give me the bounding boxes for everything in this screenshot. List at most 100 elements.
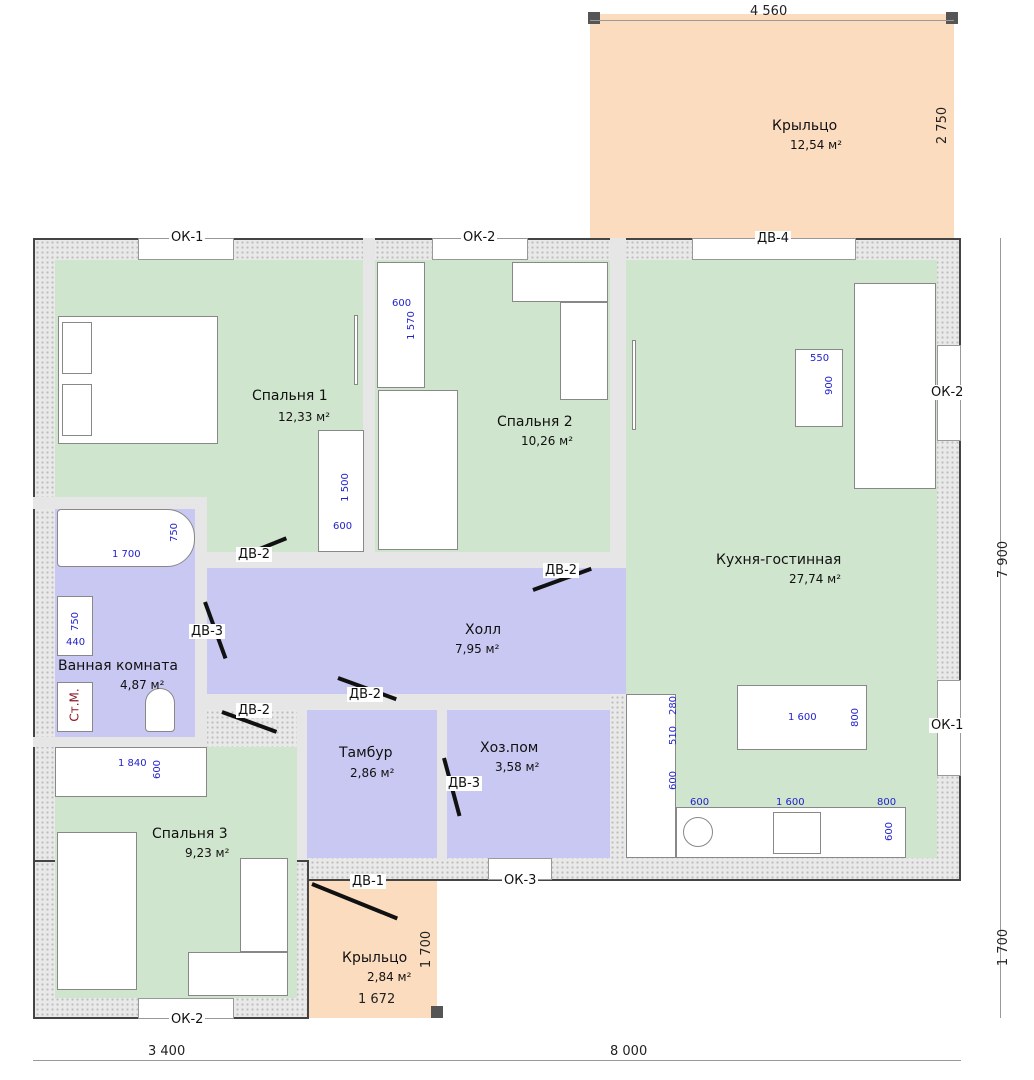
interior-wall xyxy=(207,552,626,568)
furniture-dim: 600 xyxy=(668,770,680,791)
washer-label: Ст.М. xyxy=(67,688,82,722)
room-name: Спальня 3 xyxy=(152,826,228,842)
dining-table xyxy=(737,685,867,750)
room-area: 10,26 м² xyxy=(521,434,574,448)
room-area: 7,95 м² xyxy=(455,642,500,656)
cooktop xyxy=(773,812,821,854)
furniture-dim: 750 xyxy=(70,611,82,632)
window-tag: ОК-2 xyxy=(929,385,966,400)
furniture-dim: 1 840 xyxy=(118,758,147,769)
furniture-dim: 1 700 xyxy=(112,549,141,560)
room-name: Спальня 1 xyxy=(252,388,328,404)
dimension-label: 1 672 xyxy=(358,992,396,1007)
door-tag: ДВ-1 xyxy=(350,874,387,889)
room-name: Холл xyxy=(465,622,502,638)
window-tag: ОК-1 xyxy=(929,718,966,733)
furniture-dim: 440 xyxy=(66,637,86,648)
porch-post xyxy=(588,12,600,24)
furniture-dim: 800 xyxy=(877,797,897,808)
door-tag: ДВ-2 xyxy=(543,563,580,578)
porch-top xyxy=(590,14,954,240)
furniture-dim: 510 xyxy=(668,725,680,746)
interior-wall xyxy=(363,238,375,552)
furniture-dim: 600 xyxy=(884,821,896,842)
door-tag: ДВ-3 xyxy=(446,776,483,791)
furniture-dim: 600 xyxy=(333,521,353,532)
dimension-label: 1 700 xyxy=(419,930,435,969)
sink xyxy=(57,596,93,656)
interior-wall xyxy=(33,497,207,509)
interior-wall xyxy=(610,238,626,570)
porch-post xyxy=(946,12,958,24)
tv xyxy=(632,340,636,430)
kitchen-sink xyxy=(683,817,713,847)
room-area: 12,54 м² xyxy=(790,138,843,152)
porch-bottom xyxy=(307,878,437,1018)
shelf xyxy=(318,430,364,552)
desk xyxy=(512,262,608,302)
furniture-dim: 900 xyxy=(824,375,836,396)
bathtub xyxy=(57,509,195,567)
toilet xyxy=(145,688,175,732)
furniture-dim: 280 xyxy=(668,695,680,716)
desk xyxy=(560,302,608,400)
window-tag: ОК-1 xyxy=(169,230,206,245)
dimension-line xyxy=(33,1060,961,1061)
door-tag: ДВ-2 xyxy=(347,687,384,702)
room-hall xyxy=(207,568,626,694)
window-tag: ОК-2 xyxy=(461,230,498,245)
window-tag: ОК-3 xyxy=(502,873,539,888)
dimension-label: 4 560 xyxy=(750,4,788,19)
room-area: 9,23 м² xyxy=(185,846,230,860)
furniture-dim: 550 xyxy=(810,353,830,364)
room-area: 4,87 м² xyxy=(120,678,165,692)
interior-wall xyxy=(437,694,447,860)
dimension-label: 2 750 xyxy=(935,106,951,145)
interior-wall xyxy=(33,737,207,747)
wardrobe xyxy=(55,747,207,797)
room-area: 27,74 м² xyxy=(789,572,842,586)
pillow xyxy=(62,384,92,436)
dimension-label: 7 900 xyxy=(996,540,1012,579)
staircase xyxy=(377,262,425,388)
dimension-line xyxy=(590,20,954,21)
washing-machine xyxy=(57,682,93,732)
furniture-dim: 1 600 xyxy=(788,712,817,723)
desk xyxy=(240,858,288,952)
pillow xyxy=(62,322,92,374)
tv xyxy=(354,315,358,385)
room-area: 2,86 м² xyxy=(350,766,395,780)
room-area: 12,33 м² xyxy=(278,410,331,424)
porch-post xyxy=(431,1006,443,1018)
room-name: Тамбур xyxy=(339,745,393,761)
dimension-label: 3 400 xyxy=(148,1044,186,1059)
dimension-label: 8 000 xyxy=(610,1044,648,1059)
interior-wall xyxy=(207,694,610,710)
dimension-label: 1 700 xyxy=(996,928,1012,967)
furniture-dim: 1 500 xyxy=(339,473,351,502)
door-tag: ДВ-2 xyxy=(236,547,273,562)
room-name: Крыльцо xyxy=(342,950,408,966)
interior-wall xyxy=(195,497,207,745)
room-name: Кухня-гостинная xyxy=(716,552,842,568)
room-name: Хоз.пом xyxy=(480,740,539,756)
room-tambur xyxy=(307,710,437,858)
furniture-dim: 800 xyxy=(850,707,862,728)
interior-wall xyxy=(297,694,307,860)
room-name: Ванная комната xyxy=(58,658,178,674)
room-area: 2,84 м² xyxy=(367,970,412,984)
coffee-table xyxy=(795,349,843,427)
furniture-dim: 600 xyxy=(690,797,710,808)
desk xyxy=(188,952,288,996)
furniture-dim: 600 xyxy=(392,298,412,309)
furniture-dim: 750 xyxy=(169,522,181,543)
kitchen-cabinets-left xyxy=(626,694,676,858)
room-name: Спальня 2 xyxy=(497,414,573,430)
bed-single xyxy=(57,832,137,990)
door-tag: ДВ-4 xyxy=(755,231,792,246)
sofa xyxy=(854,283,936,489)
furniture-dim: 600 xyxy=(152,759,164,780)
door-tag: ДВ-2 xyxy=(236,703,273,718)
door-tag: ДВ-3 xyxy=(189,624,226,639)
